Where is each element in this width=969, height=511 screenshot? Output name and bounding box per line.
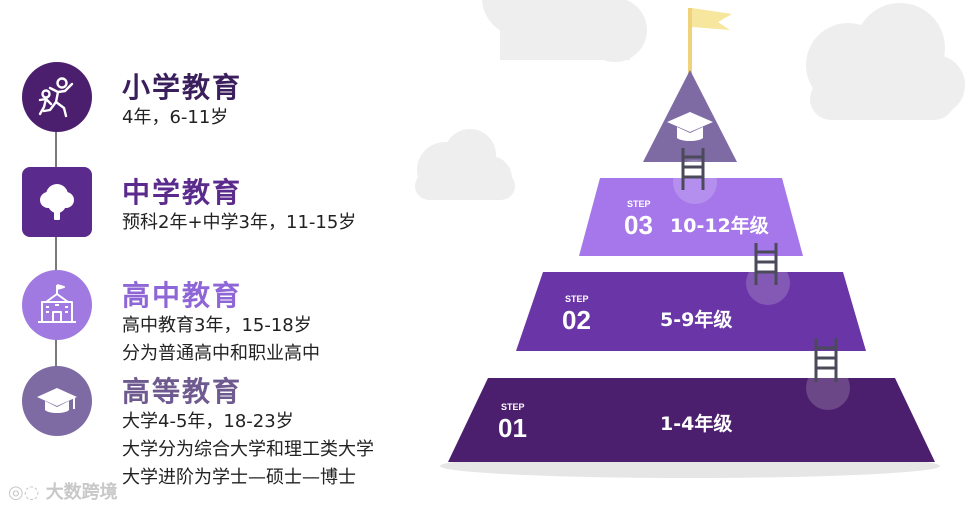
step-number: 03: [624, 210, 653, 240]
step-label: STEP: [501, 402, 525, 412]
cloud-top-right: [806, 3, 965, 120]
step-label: STEP: [565, 294, 589, 304]
flag-icon: [688, 8, 732, 76]
step-number: 02: [562, 305, 591, 335]
grade-range: 1-4年级: [660, 412, 732, 435]
cloud-left: [415, 129, 515, 200]
cloud-top-center: [482, 0, 647, 62]
grade-range: 5-9年级: [660, 308, 732, 331]
step-number: 01: [498, 413, 527, 443]
step-label: STEP: [627, 199, 651, 209]
grade-range: 10-12年级: [670, 214, 769, 237]
